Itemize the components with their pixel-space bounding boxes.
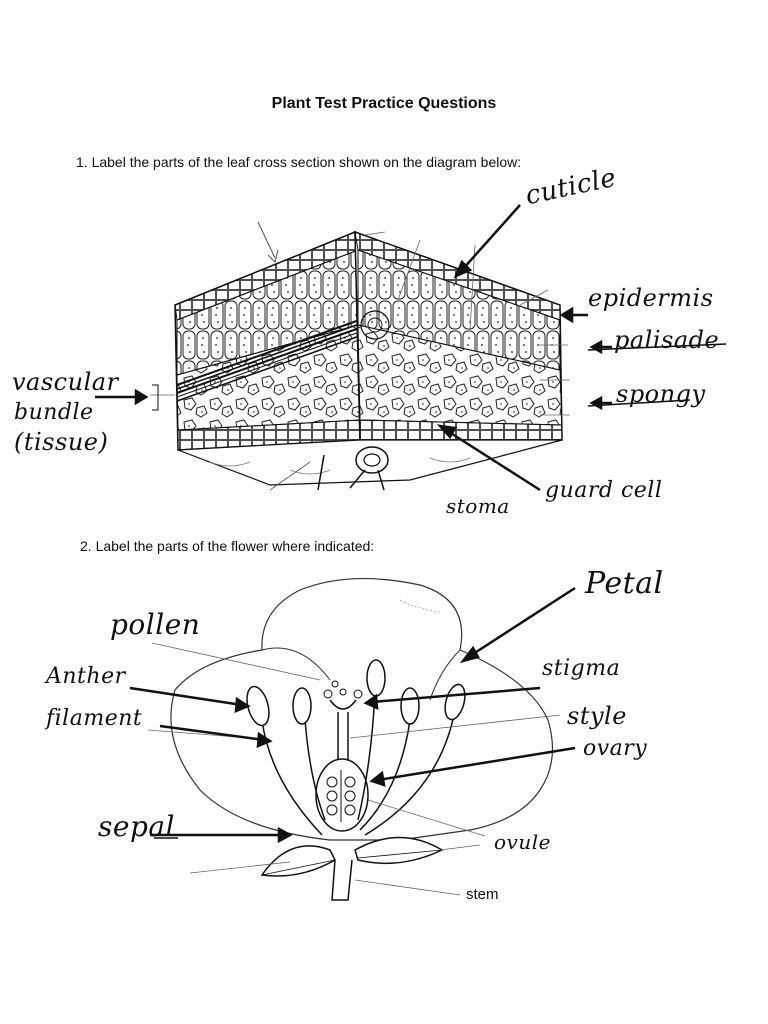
label-anther: Anther — [46, 664, 126, 689]
label-sepal: sepal — [98, 810, 175, 843]
sepal-left-shape — [262, 846, 335, 876]
label-stoma: stoma — [446, 494, 510, 518]
stem-shape — [332, 860, 352, 900]
leaf-left-face — [175, 232, 365, 450]
label-bundle: bundle — [14, 400, 94, 425]
leaf-bottom-face — [178, 440, 562, 490]
label-ovary: ovary — [583, 736, 647, 761]
label-petal: Petal — [585, 566, 664, 601]
label-guard-cell: guard cell — [545, 478, 662, 503]
sepal-right-shape — [355, 838, 442, 864]
label-ovule: ovule — [494, 830, 551, 854]
label-stigma: stigma — [542, 656, 620, 681]
sunlight-arrow — [258, 222, 278, 262]
label-style: style — [567, 702, 627, 730]
label-epidermis: epidermis — [588, 284, 714, 312]
ovary-shape — [316, 759, 368, 831]
label-spongy: spongy — [616, 380, 706, 408]
label-palisade: palisade — [614, 326, 719, 354]
label-filament: filament — [46, 706, 142, 731]
label-tissue: (tissue) — [14, 428, 108, 456]
leaf-right-face — [355, 232, 562, 440]
label-vascular: vascular — [12, 368, 119, 396]
label-stem: stem — [466, 886, 499, 903]
label-pollen: pollen — [110, 608, 200, 641]
